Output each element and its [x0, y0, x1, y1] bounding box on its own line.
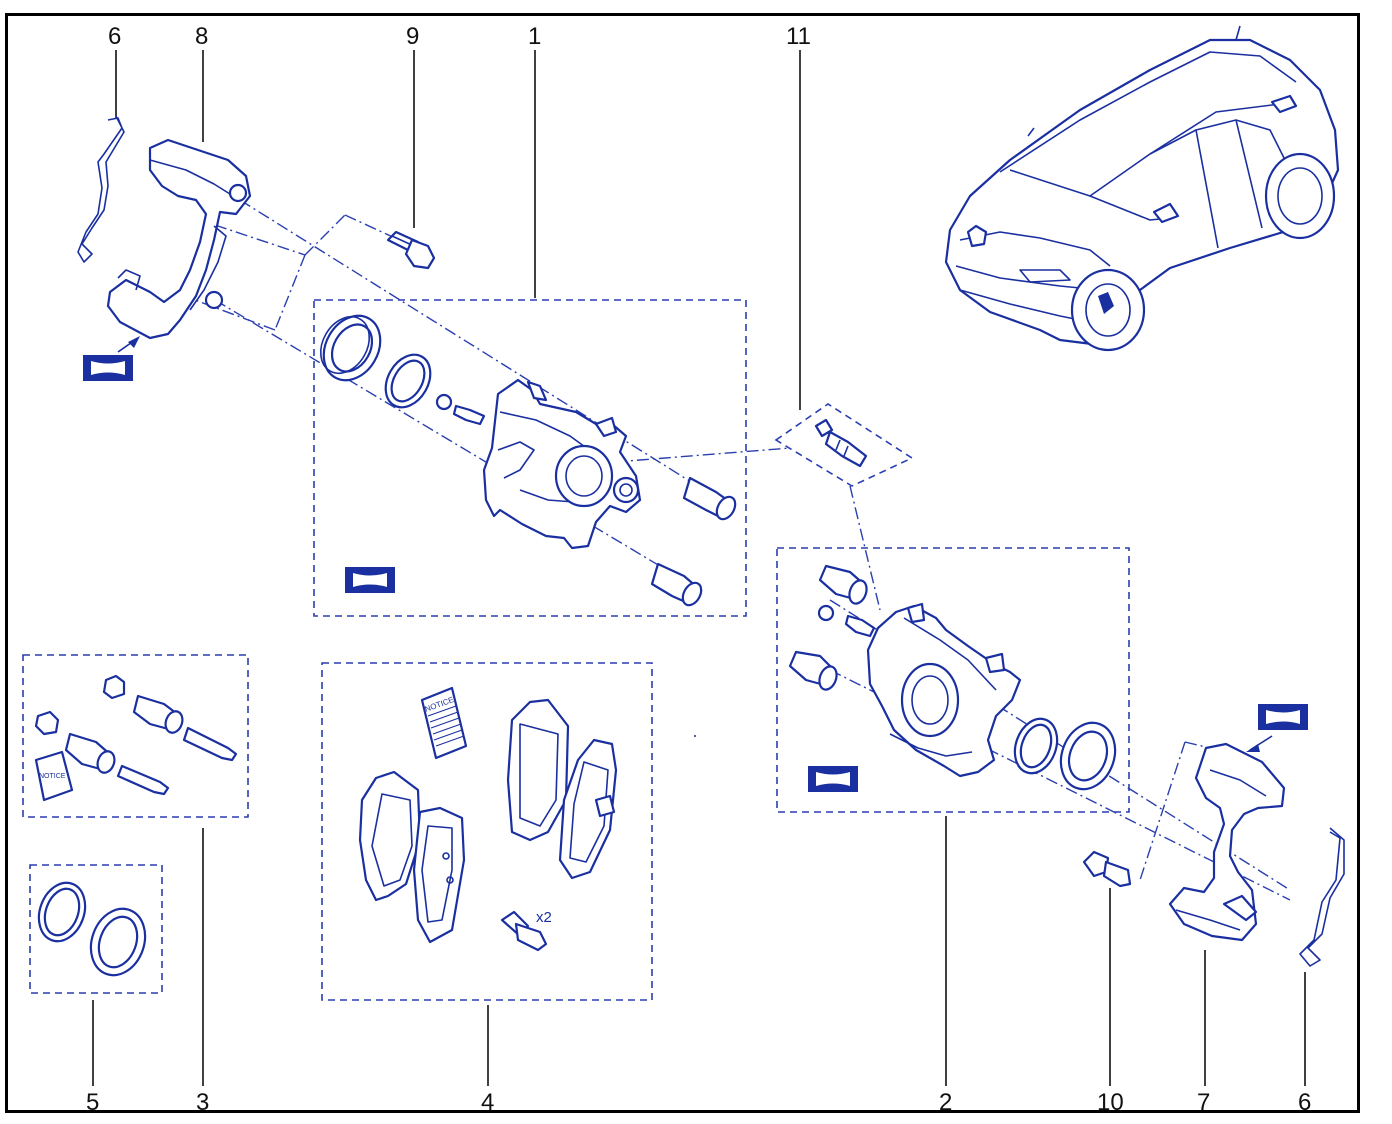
carrier-bolt-right	[1082, 850, 1132, 888]
brake-pad-kit-box	[321, 662, 653, 1001]
callout-1: 1	[528, 23, 541, 298]
callout-11-label: 11	[786, 23, 811, 50]
anti-rattle-spring-left	[77, 115, 125, 263]
notice-kit-label: NOTICE	[39, 773, 66, 780]
callout-6-bottom-label: 6	[1298, 1089, 1311, 1116]
brake-pad-2	[412, 806, 466, 944]
brake-pad-kit: NOTICE x2	[358, 686, 618, 952]
guide-pin-sleeve-2b	[788, 650, 838, 691]
piston-seal-ring-2	[1013, 717, 1059, 775]
grease-symbol-1	[345, 567, 395, 593]
bleed-screw-1	[435, 393, 486, 426]
guide-pin-sleeve-1a	[682, 476, 737, 521]
callout-6-bottom: 6	[1298, 972, 1311, 1116]
callout-9: 9	[406, 23, 419, 228]
bleed-screw-kit-box	[774, 403, 914, 487]
brake-pad-4	[558, 738, 618, 880]
grease-symbol-2	[808, 766, 858, 792]
piston-dust-boot-1	[319, 314, 382, 382]
guide-pin-sleeve-2a	[818, 564, 868, 605]
callout-11: 11	[786, 23, 811, 410]
caliper-body-1	[482, 378, 642, 550]
callout-1-label: 1	[528, 23, 541, 50]
callout-6-top-label: 6	[108, 23, 121, 50]
piston-dust-boot-2	[1059, 721, 1117, 791]
callout-10-label: 10	[1097, 1089, 1124, 1116]
grease-symbol-right	[1246, 704, 1308, 752]
brake-pad-3	[506, 698, 570, 842]
caliper-carrier-right	[1168, 742, 1286, 942]
piston-seal-kit	[37, 881, 147, 977]
guide-pin-kit-box	[22, 654, 249, 818]
callout-7: 7	[1197, 950, 1210, 1116]
callout-2: 2	[939, 816, 952, 1116]
callout-8-label: 8	[195, 23, 208, 50]
vehicle-illustration	[944, 25, 1340, 352]
piston-seal-ring-1	[384, 353, 432, 409]
caliper-body-2	[866, 602, 1022, 778]
notice-leaflet-kit	[34, 750, 74, 802]
callout-3-label: 3	[196, 1089, 209, 1116]
callout-6-top: 6	[108, 23, 121, 118]
callout-2-label: 2	[939, 1089, 952, 1116]
caliper-carrier-left	[106, 138, 252, 340]
stray-mark	[694, 735, 696, 737]
carrier-bolt-top	[386, 230, 436, 270]
callout-5: 5	[86, 1000, 99, 1116]
grease-symbol-left	[83, 336, 140, 381]
drawing-frame	[5, 13, 1360, 1113]
bolt-quantity-label: x2	[536, 909, 552, 926]
bleed-screw-kit	[814, 418, 868, 468]
callout-4: 4	[481, 1005, 494, 1116]
callout-5-label: 5	[86, 1089, 99, 1116]
bleed-screw-2	[817, 604, 876, 638]
callout-8: 8	[195, 23, 208, 142]
callout-3: 3	[196, 828, 209, 1116]
callout-7-label: 7	[1197, 1089, 1210, 1116]
guide-pin-kit: NOTICE	[34, 674, 238, 802]
callout-9-label: 9	[406, 23, 419, 50]
callout-10: 10	[1097, 888, 1124, 1116]
anti-rattle-spring-right	[1299, 827, 1345, 967]
guide-pin-sleeve-1b	[650, 562, 703, 607]
caliper-2-kit-box	[776, 547, 1130, 813]
callout-4-label: 4	[481, 1089, 494, 1116]
piston-seal-kit-box	[29, 864, 163, 994]
caliper-1-kit-box	[313, 299, 747, 617]
